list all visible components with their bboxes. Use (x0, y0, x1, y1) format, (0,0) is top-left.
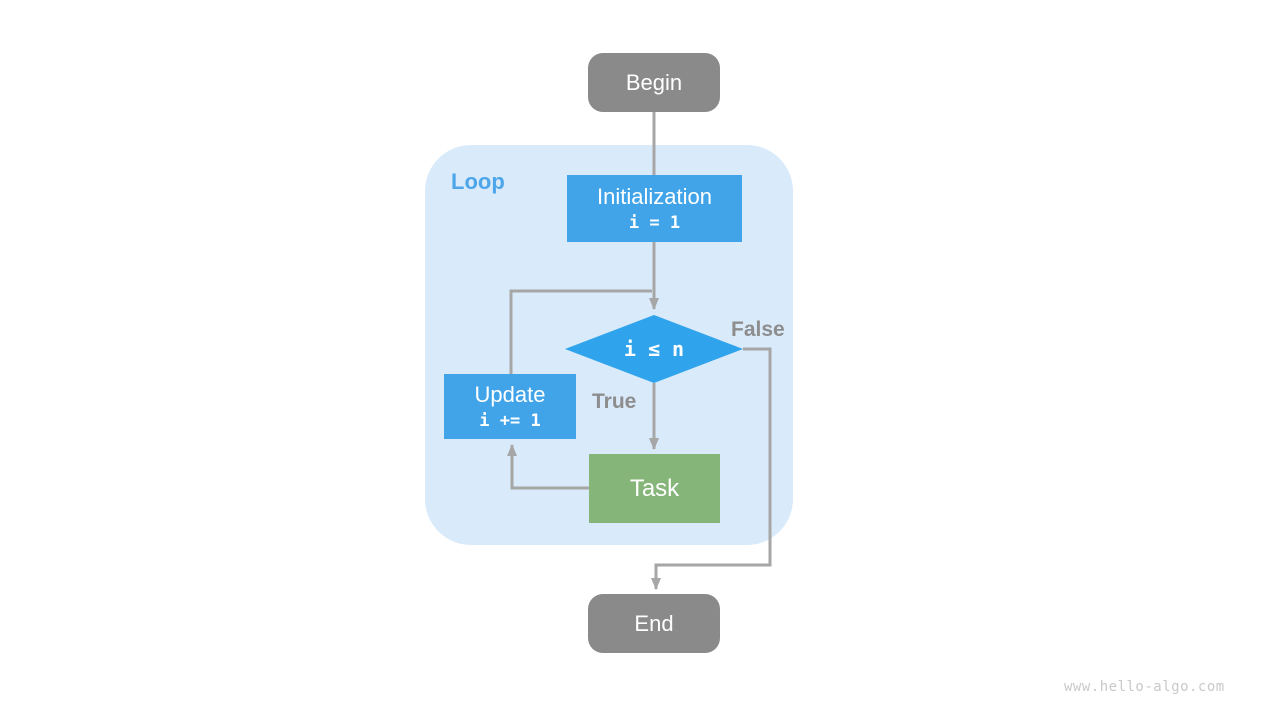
condition-node-label: i ≤ n (623, 336, 685, 361)
update-node-code: i += 1 (479, 410, 541, 431)
true-branch-label: True (592, 390, 637, 413)
initialization-node-label: Initialization (597, 184, 712, 210)
edge-update-loopback (509, 289, 652, 374)
edge-condition-to-end (651, 347, 772, 590)
task-node-label: Task (629, 474, 680, 502)
edge-task-to-update (507, 444, 589, 490)
begin-node-label: Begin (625, 69, 683, 95)
false-branch-label: False (731, 318, 785, 341)
begin-node: Begin (588, 53, 720, 112)
task-node: Task (589, 454, 720, 523)
end-node-label: End (634, 610, 674, 636)
loop-group-label: Loop (451, 169, 505, 194)
end-node: End (588, 594, 720, 653)
update-node-label: Update (474, 382, 546, 408)
watermark-text: www.hello-algo.com (1064, 679, 1225, 695)
update-node: Update i += 1 (444, 374, 576, 439)
initialization-node: Initialization i = 1 (567, 175, 742, 242)
initialization-node-code: i = 1 (628, 212, 681, 233)
